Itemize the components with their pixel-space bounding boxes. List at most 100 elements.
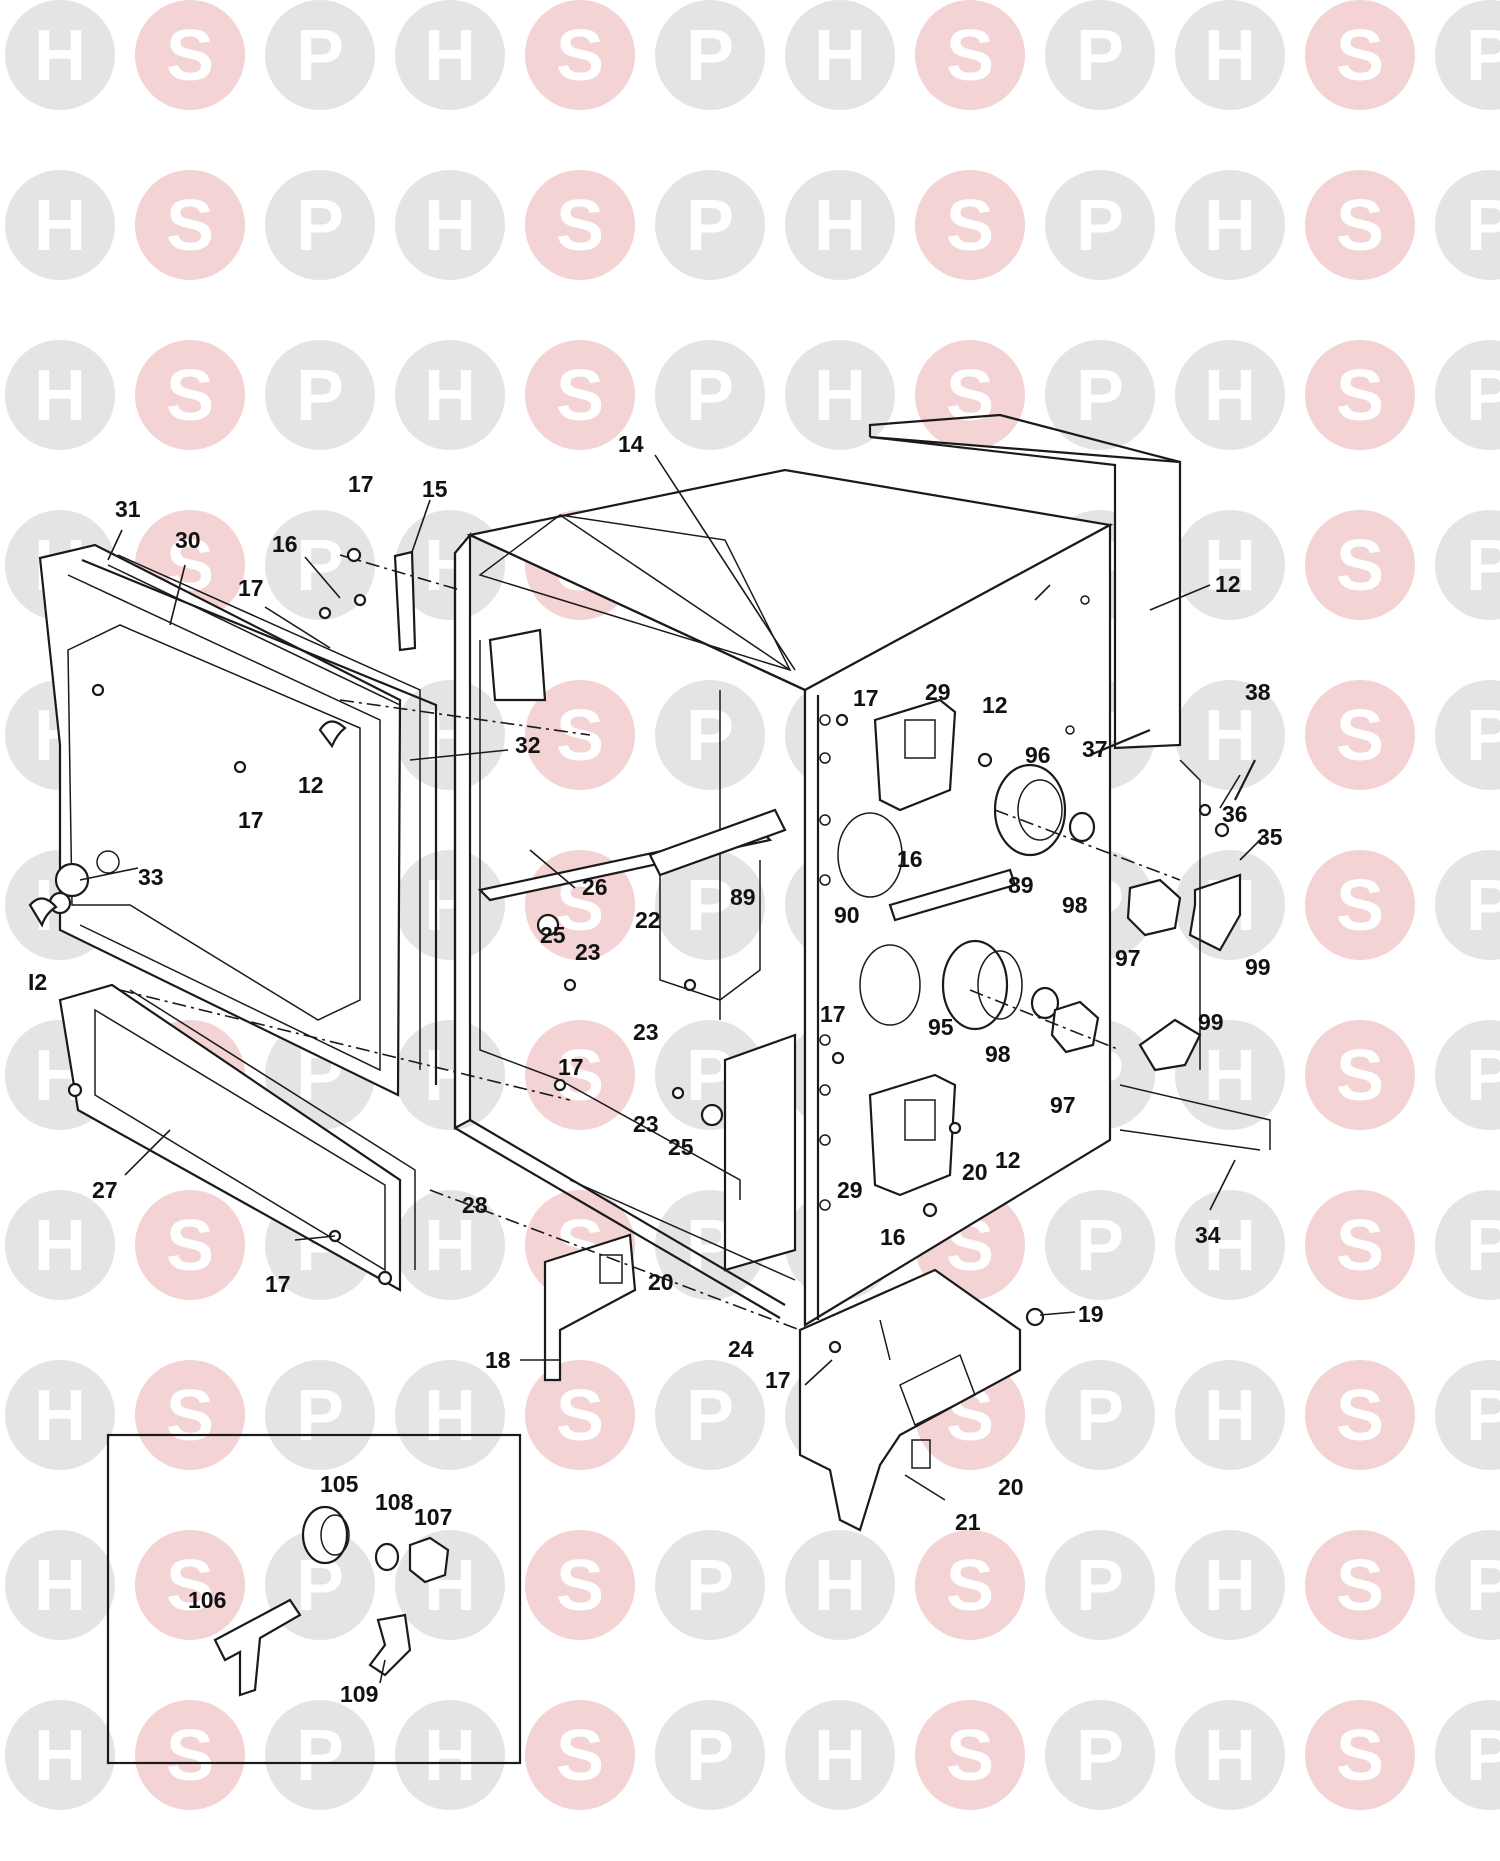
svg-text:P: P (296, 356, 344, 436)
fasteners (91, 547, 1230, 1354)
watermark-badge: H (395, 1700, 505, 1810)
svg-text:S: S (166, 1546, 214, 1626)
label-96: 96 (1025, 742, 1051, 768)
watermark-badge: H (5, 1190, 115, 1300)
watermark-badge: S (1305, 170, 1415, 280)
svg-text:P: P (686, 356, 734, 436)
svg-text:S: S (946, 186, 994, 266)
svg-text:H: H (814, 1716, 866, 1796)
svg-text:H: H (424, 356, 476, 436)
label-35: 35 (1257, 824, 1283, 850)
label-105: 105 (320, 1471, 359, 1497)
svg-text:P: P (1076, 1716, 1124, 1796)
label-25-low: 25 (668, 1134, 694, 1160)
watermark-badge: S (1305, 510, 1415, 620)
label-12-top-right: 12 (1215, 571, 1241, 597)
side-fittings (393, 550, 1271, 1197)
watermark-badge: S (1305, 1190, 1415, 1300)
label-38: 38 (1245, 679, 1271, 705)
svg-text:S: S (166, 1716, 214, 1796)
label-29-top: 29 (925, 679, 951, 705)
watermark-badge: S (135, 340, 245, 450)
svg-text:P: P (686, 1716, 734, 1796)
watermark-badge: P (655, 0, 765, 110)
label-17-side: 17 (853, 685, 879, 711)
watermark-badge: P (1435, 1530, 1500, 1640)
svg-text:P: P (296, 16, 344, 96)
label-24: 24 (728, 1336, 754, 1362)
watermark-badge: S (1305, 680, 1415, 790)
watermark-badge: S (525, 170, 635, 280)
watermark-badge: P (655, 1700, 765, 1810)
label-108: 108 (375, 1489, 414, 1515)
svg-text:P: P (1466, 1716, 1500, 1796)
watermark-badge: S (915, 1530, 1025, 1640)
watermark-badge: P (1045, 1190, 1155, 1300)
watermark-badge: H (395, 0, 505, 110)
label-34: 34 (1195, 1222, 1221, 1248)
watermark-badge: S (1305, 1020, 1415, 1130)
watermark-badge: H (785, 1700, 895, 1810)
svg-text:S: S (166, 356, 214, 436)
label-30: 30 (175, 527, 201, 553)
svg-text:H: H (814, 356, 866, 436)
svg-text:S: S (1336, 1716, 1384, 1796)
svg-text:P: P (686, 866, 734, 946)
watermark-badge: H (395, 1190, 505, 1300)
watermark-badge: S (525, 1700, 635, 1810)
svg-text:P: P (1076, 1376, 1124, 1456)
watermark-badge: P (655, 680, 765, 790)
watermark-badge: S (135, 1360, 245, 1470)
svg-text:S: S (1336, 526, 1384, 606)
svg-text:S: S (1336, 1036, 1384, 1116)
svg-text:S: S (556, 16, 604, 96)
watermark-badge: P (1435, 1020, 1500, 1130)
watermark-badge: P (655, 340, 765, 450)
leader-lines (79, 454, 1266, 1684)
svg-text:H: H (1204, 1206, 1256, 1286)
svg-text:S: S (166, 186, 214, 266)
label-17-top: 17 (348, 471, 374, 497)
watermark-badge: H (1175, 510, 1285, 620)
watermark-badge: S (1305, 850, 1415, 960)
watermark-badge: H (5, 1700, 115, 1810)
watermark-badge: P (265, 1360, 375, 1470)
svg-text:S: S (556, 696, 604, 776)
watermark-badge: S (915, 170, 1025, 280)
watermark-badge: H (1175, 1020, 1285, 1130)
watermark-badge: P (1045, 1530, 1155, 1640)
label-97-upper: 97 (1115, 945, 1141, 971)
svg-text:H: H (34, 186, 86, 266)
label-33: 33 (138, 864, 164, 890)
svg-text:H: H (34, 1716, 86, 1796)
svg-text:S: S (946, 356, 994, 436)
label-89-side: 89 (1008, 872, 1034, 898)
label-20-mid: 20 (962, 1159, 988, 1185)
watermark-badge: H (1175, 1530, 1285, 1640)
watermark-badge: S (135, 170, 245, 280)
label-99-lower: 99 (1198, 1009, 1224, 1035)
watermark-badge: S (915, 1700, 1025, 1810)
svg-text:P: P (686, 696, 734, 776)
label-28: 28 (462, 1192, 488, 1218)
label-20-left: 20 (648, 1269, 674, 1295)
watermark-badge: H (785, 340, 895, 450)
label-16-top: 16 (272, 531, 298, 557)
watermark-badge: S (135, 1190, 245, 1300)
watermark-badge: H (1175, 1190, 1285, 1300)
svg-text:H: H (34, 16, 86, 96)
watermark-badge: H (395, 340, 505, 450)
label-16-mid: 16 (897, 846, 923, 872)
label-12-side: 12 (982, 692, 1008, 718)
svg-text:S: S (166, 1376, 214, 1456)
label-37: 37 (1082, 736, 1108, 762)
watermark-badge: P (1435, 170, 1500, 280)
assembly-lines (119, 554, 1181, 1331)
watermark-badge: P (265, 1700, 375, 1810)
svg-text:S: S (556, 1376, 604, 1456)
watermark-badge: S (525, 0, 635, 110)
svg-text:P: P (1466, 1376, 1500, 1456)
label-17-mid: 17 (558, 1054, 584, 1080)
watermark-badge: P (265, 340, 375, 450)
